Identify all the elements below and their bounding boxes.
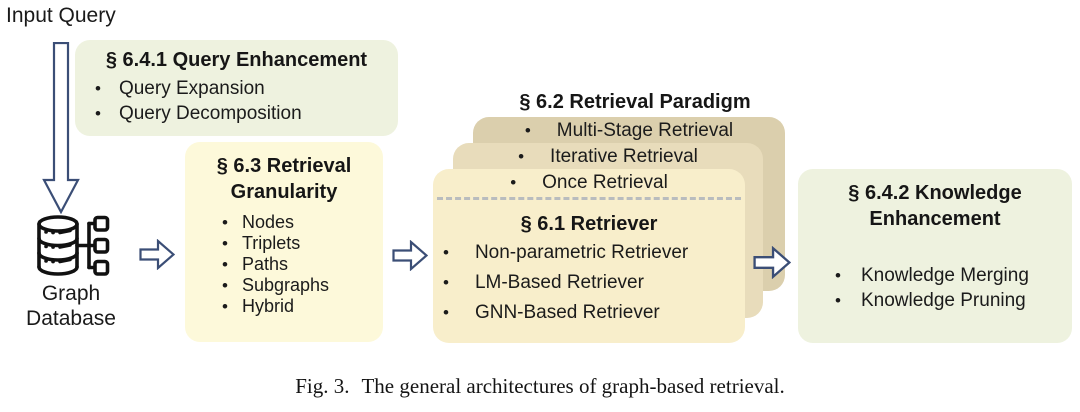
paradigm-layer-once-retriever: • Once Retrieval § 6.1 Retriever • Non-pa… bbox=[433, 169, 745, 343]
bullet-dot: • bbox=[835, 266, 841, 285]
bullet-dot: • bbox=[222, 297, 228, 316]
bullet-dot: • bbox=[518, 147, 525, 166]
bullet-dot: • bbox=[222, 234, 228, 253]
flow-arrow-right-icon bbox=[139, 239, 175, 270]
graph-database-icon bbox=[37, 215, 110, 276]
list-item: • Once Retrieval bbox=[433, 170, 745, 195]
list-item-label: Paths bbox=[241, 254, 288, 274]
figure-caption-label: Fig. 3. bbox=[295, 374, 350, 398]
graph-database-label-line2: Database bbox=[26, 307, 116, 330]
flow-arrow-down-icon bbox=[42, 42, 80, 214]
bullet-dot: • bbox=[222, 213, 228, 232]
graph-database-label-line1: Graph bbox=[41, 282, 101, 305]
bullet-dot: • bbox=[222, 255, 228, 274]
knowledge-enhancement-title-line2: Enhancement bbox=[869, 208, 1001, 230]
list-item: • Hybrid bbox=[222, 296, 294, 317]
retrieval-granularity-box: § 6.3 Retrieval Granularity • Nodes • Tr… bbox=[185, 142, 383, 342]
bullet-dot: • bbox=[443, 303, 449, 322]
list-item-label: Iterative Retrieval bbox=[550, 146, 698, 167]
bullet-dot: • bbox=[443, 273, 449, 292]
retrieval-granularity-title-line1: § 6.3 Retrieval bbox=[216, 155, 352, 177]
knowledge-enhancement-box: § 6.4.2 Knowledge Enhancement • Knowledg… bbox=[798, 169, 1072, 343]
list-item: • Non-parametric Retriever bbox=[443, 242, 688, 264]
list-item: • Nodes bbox=[222, 212, 294, 233]
flow-arrow-right-icon bbox=[392, 240, 428, 271]
retriever-title: § 6.1 Retriever bbox=[520, 213, 658, 235]
list-item-label: GNN-Based Retriever bbox=[474, 302, 660, 323]
knowledge-enhancement-title: § 6.4.2 Knowledge Enhancement bbox=[798, 180, 1072, 232]
list-item: • Subgraphs bbox=[222, 275, 329, 296]
list-item-label: Multi-Stage Retrieval bbox=[556, 120, 734, 141]
list-item-label: Subgraphs bbox=[241, 275, 330, 295]
list-item: • LM-Based Retriever bbox=[443, 272, 644, 294]
list-item: • Knowledge Pruning bbox=[835, 290, 1026, 312]
list-item: • Query Expansion bbox=[95, 78, 265, 100]
query-enhancement-box: § 6.4.1 Query Enhancement • Query Expans… bbox=[75, 40, 398, 136]
list-item: • Iterative Retrieval bbox=[453, 144, 763, 169]
list-item-label: Nodes bbox=[241, 212, 294, 232]
list-item: • Paths bbox=[222, 254, 288, 275]
graph-database-label: Graph Database bbox=[5, 281, 137, 331]
list-item: • Multi-Stage Retrieval bbox=[473, 118, 785, 143]
knowledge-enhancement-title-line1: § 6.4.2 Knowledge bbox=[848, 182, 1022, 204]
flow-arrow-right-icon bbox=[753, 246, 791, 279]
list-item: • Knowledge Merging bbox=[835, 265, 1029, 287]
bullet-dot: • bbox=[524, 121, 531, 140]
bullet-dot: • bbox=[95, 79, 101, 98]
bullet-dot: • bbox=[95, 104, 101, 123]
retrieval-paradigm-title: § 6.2 Retrieval Paradigm bbox=[519, 91, 751, 113]
dashed-divider bbox=[437, 197, 741, 200]
bullet-dot: • bbox=[443, 243, 449, 262]
list-item: • Query Decomposition bbox=[95, 103, 302, 125]
list-item-label: Query Decomposition bbox=[118, 103, 302, 124]
list-item-label: Query Expansion bbox=[118, 78, 265, 99]
bullet-dot: • bbox=[835, 291, 841, 310]
list-item: • Triplets bbox=[222, 233, 300, 254]
list-item: • GNN-Based Retriever bbox=[443, 302, 660, 324]
query-enhancement-title: § 6.4.1 Query Enhancement bbox=[105, 49, 368, 71]
input-query-label: Input Query bbox=[6, 4, 116, 27]
list-item-label: Once Retrieval bbox=[542, 172, 668, 193]
bullet-dot: • bbox=[222, 276, 228, 295]
list-item-label: Non-parametric Retriever bbox=[474, 242, 689, 263]
retrieval-granularity-title: § 6.3 Retrieval Granularity bbox=[185, 153, 383, 205]
list-item-label: Knowledge Merging bbox=[860, 265, 1029, 286]
figure-caption: Fig. 3. The general architectures of grap… bbox=[0, 374, 1080, 399]
bullet-dot: • bbox=[510, 173, 517, 192]
list-item-label: LM-Based Retriever bbox=[474, 272, 644, 293]
retrieval-granularity-title-line2: Granularity bbox=[230, 181, 338, 203]
list-item-label: Triplets bbox=[241, 233, 301, 253]
list-item-label: Hybrid bbox=[241, 296, 294, 316]
list-item-label: Knowledge Pruning bbox=[860, 290, 1026, 311]
figure-caption-text: The general architectures of graph-based… bbox=[361, 374, 785, 398]
